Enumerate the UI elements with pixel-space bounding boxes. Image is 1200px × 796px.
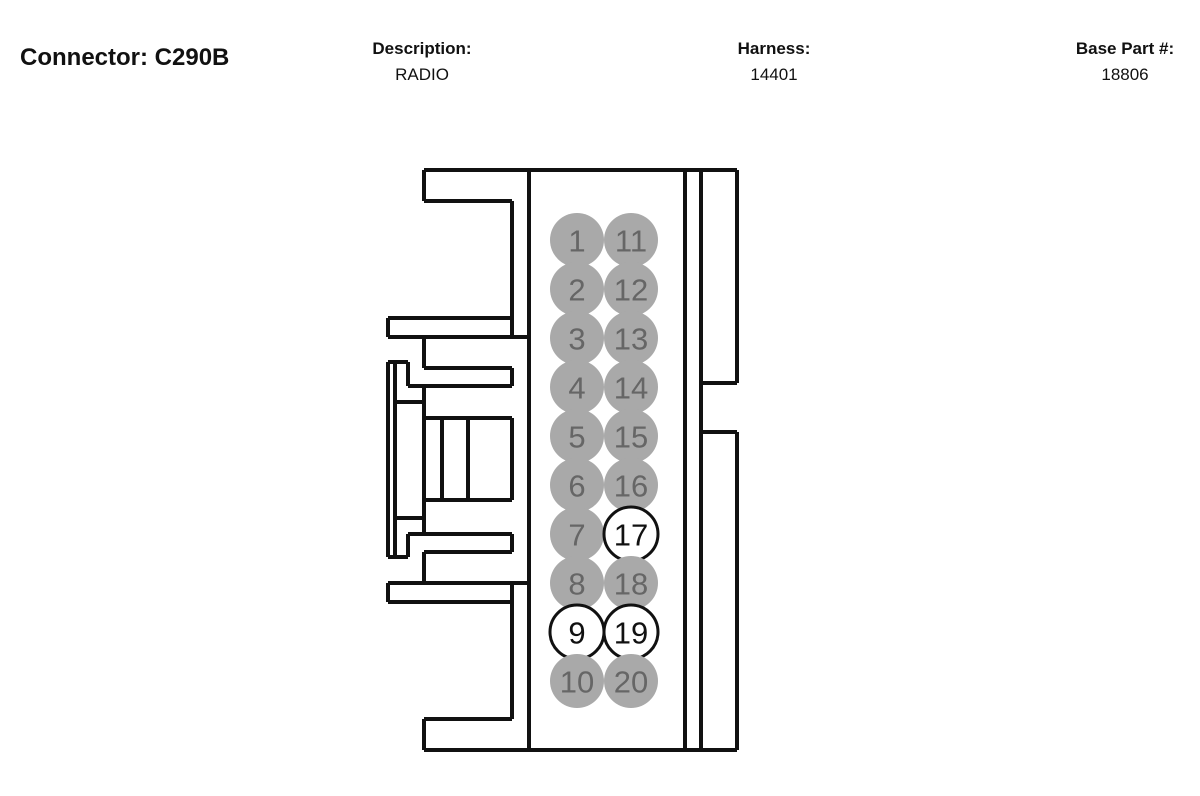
pin-label: 15 <box>614 420 648 455</box>
pin-label: 10 <box>560 665 594 700</box>
description-value: RADIO <box>395 65 449 84</box>
pin-12: 12 <box>604 262 658 316</box>
pin-20: 20 <box>604 654 658 708</box>
pin-label: 8 <box>568 567 585 602</box>
pin-label: 9 <box>568 616 585 651</box>
pin-16: 16 <box>604 458 658 512</box>
pin-circle <box>604 311 658 365</box>
pin-label: 6 <box>568 469 585 504</box>
pin-circle <box>550 556 604 610</box>
pin-circle <box>550 507 604 561</box>
pin-17: 17 <box>602 505 660 563</box>
base-part-field: Base Part #: 18806 <box>1015 39 1200 85</box>
pin-circle <box>604 409 658 463</box>
harness-label: Harness: <box>737 39 811 58</box>
pin-label: 20 <box>614 665 648 700</box>
pin-label: 11 <box>615 224 647 259</box>
description-field: Description: RADIO <box>312 39 532 85</box>
pin-label: 18 <box>614 567 648 602</box>
pin-6: 6 <box>550 458 604 512</box>
pin-circle <box>604 360 658 414</box>
pin-15: 15 <box>604 409 658 463</box>
pin-circle <box>604 654 658 708</box>
pin-label: 12 <box>614 273 648 308</box>
pin-label: 1 <box>568 224 585 259</box>
pin-1: 1 <box>550 213 604 267</box>
pin-circle <box>604 213 658 267</box>
pin-circle <box>550 654 604 708</box>
pin-circle <box>550 311 604 365</box>
pin-9: 9 <box>548 603 606 661</box>
pin-label: 3 <box>568 322 585 357</box>
pin-label: 16 <box>614 469 648 504</box>
pin-label: 2 <box>568 273 585 308</box>
pin-label: 14 <box>614 371 648 406</box>
pin-circle <box>550 409 604 463</box>
pin-4: 4 <box>550 360 604 414</box>
pin-5: 5 <box>550 409 604 463</box>
pin-circle <box>604 458 658 512</box>
pin-label: 7 <box>568 518 585 553</box>
pin-8: 8 <box>550 556 604 610</box>
pin-circle <box>550 360 604 414</box>
pin-7: 7 <box>550 507 604 561</box>
pin-3: 3 <box>550 311 604 365</box>
connector-title: Connector: C290B <box>20 44 230 71</box>
connector-housing-outline <box>386 168 739 752</box>
pin-19: 19 <box>602 603 660 661</box>
pin-circle <box>550 262 604 316</box>
pin-11: 11 <box>604 213 658 267</box>
pin-circle <box>550 213 604 267</box>
pin-label: 4 <box>568 371 585 406</box>
pin-label: 5 <box>568 420 585 455</box>
pin-circle <box>604 262 658 316</box>
pin-2: 2 <box>550 262 604 316</box>
pin-13: 13 <box>604 311 658 365</box>
base-part-label: Base Part #: <box>1075 39 1175 58</box>
base-part-value: 18806 <box>1101 65 1149 84</box>
pin-18: 18 <box>604 556 658 610</box>
pin-14: 14 <box>604 360 658 414</box>
harness-value: 14401 <box>750 65 798 84</box>
pin-10: 10 <box>550 654 604 708</box>
description-label: Description: <box>372 39 472 58</box>
pin-circle <box>604 556 658 610</box>
pin-label: 19 <box>614 616 648 651</box>
harness-field: Harness: 14401 <box>664 39 884 85</box>
pin-label: 17 <box>614 518 648 553</box>
pin-circle <box>550 458 604 512</box>
pin-label: 13 <box>614 322 648 357</box>
